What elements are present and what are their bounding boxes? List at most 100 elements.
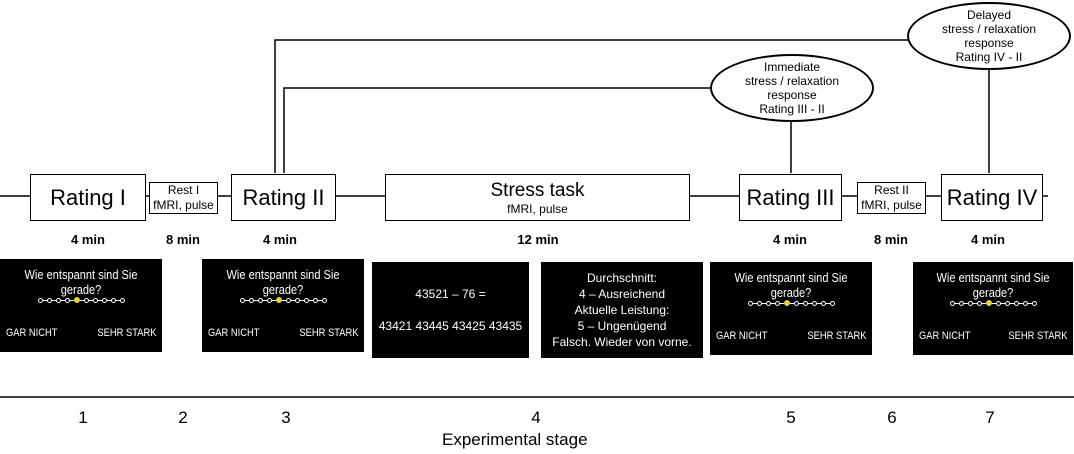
rating-scale-dash <box>271 299 276 301</box>
stage-number: 3 <box>281 408 291 427</box>
rating-point <box>110 297 116 303</box>
ellipse-text: Rating III - II <box>759 102 825 116</box>
rating-scale-dash <box>770 302 775 304</box>
rating-point <box>101 297 107 303</box>
scale-high-label: SEHR STARK <box>1007 330 1067 342</box>
rating-point <box>976 300 982 306</box>
rating-point <box>765 300 771 306</box>
rating-point <box>1022 300 1028 306</box>
feedback-screen: Durchschnitt: 4 – Ausreichend Aktuelle L… <box>541 262 703 358</box>
duration-label: 8 min <box>166 232 200 247</box>
rating-point <box>119 297 125 303</box>
duration-label: 4 min <box>773 232 807 247</box>
rating-scale-dash <box>253 299 258 301</box>
rating-point <box>294 297 300 303</box>
rating-1-box: Rating I <box>30 174 146 221</box>
rating-point <box>1031 300 1037 306</box>
rating-point-selected <box>985 300 992 306</box>
scale-high-label: SEHR STARK <box>96 327 156 339</box>
scale-high-label: SEHR STARK <box>806 330 866 342</box>
rating-point <box>1013 300 1019 306</box>
rating-point <box>239 297 245 303</box>
task-equation: 43521 – 76 = <box>415 287 486 301</box>
scale-low-label: GAR NICHT <box>919 330 971 342</box>
stage-number: 1 <box>78 408 88 427</box>
rating-point-selected <box>275 297 282 303</box>
rest-1-title: Rest I <box>167 183 200 197</box>
rating-point <box>747 300 753 306</box>
rating-scale <box>202 297 364 303</box>
rating-scale-dash <box>991 302 996 304</box>
rating-point <box>802 300 808 306</box>
rating-scale-dash <box>262 299 267 301</box>
rating-scale-dash <box>244 299 249 301</box>
rating-4-box: Rating IV <box>941 174 1043 221</box>
immediate-response-ellipse: Immediate stress / relaxation response R… <box>710 54 874 122</box>
ellipse-text: Rating IV - II <box>955 50 1023 64</box>
rating-scale-dash <box>963 302 968 304</box>
feedback-line: Aktuelle Leistung: <box>574 303 670 317</box>
rating-scale-dash <box>761 302 766 304</box>
stage-number: 7 <box>985 408 995 427</box>
rating-point <box>995 300 1001 306</box>
rating-scale-dash <box>972 302 977 304</box>
stress-task-subtitle: fMRI, pulse <box>507 201 568 216</box>
rating-scale-dash <box>115 299 120 301</box>
stage-number: 6 <box>887 408 897 427</box>
rating-scale-dash <box>954 302 959 304</box>
rating-point <box>37 297 43 303</box>
feedback-line: Falsch. Wieder von vorne. <box>552 335 692 349</box>
stress-task-title: Stress task <box>490 179 585 201</box>
rating-scale-dash <box>807 302 812 304</box>
rating-point <box>958 300 964 306</box>
rating-2-label: Rating II <box>242 184 325 210</box>
rating-scale-dash <box>60 299 65 301</box>
duration-label: 12 min <box>517 232 559 247</box>
stress-task-box: Stress task fMRI, pulse <box>385 174 690 221</box>
rating-point <box>829 300 835 306</box>
rating-question: Wie entspannt sind Sie gerade? <box>936 270 1050 300</box>
rating-point-selected <box>73 297 80 303</box>
rest-2-subtitle: fMRI, pulse <box>861 198 922 212</box>
rating-point <box>285 297 291 303</box>
rating-scale-dash <box>779 302 784 304</box>
rating-question: Wie entspannt sind Sie gerade? <box>24 267 138 297</box>
rating-point <box>257 297 263 303</box>
scale-low-label: GAR NICHT <box>208 327 260 339</box>
rating-scale-dash <box>69 299 74 301</box>
delayed-response-ellipse: Delayed stress / relaxation response Rat… <box>907 2 1071 70</box>
rating-scale-dash <box>789 302 794 304</box>
rating-scale-dash <box>97 299 102 301</box>
rating-scale-dash <box>317 299 322 301</box>
rating-point <box>967 300 973 306</box>
rating-4-label: Rating IV <box>946 184 1038 210</box>
immediate-connector <box>283 87 710 173</box>
rating-scale-dash <box>106 299 111 301</box>
rating-point <box>312 297 318 303</box>
rating-1-label: Rating I <box>50 184 126 210</box>
ellipse-text: response <box>964 36 1014 50</box>
feedback-line: 4 – Ausreichend <box>578 287 666 301</box>
stage-number: 4 <box>531 408 541 427</box>
rating-scale <box>710 300 872 306</box>
rating-scale-dash <box>88 299 93 301</box>
duration-label: 8 min <box>874 232 908 247</box>
rating-point <box>1004 300 1010 306</box>
delayed-connector <box>274 39 908 173</box>
rating-point <box>793 300 799 306</box>
rating-point <box>64 297 70 303</box>
rating-scale-dash <box>1000 302 1005 304</box>
rating-scale <box>913 300 1073 306</box>
rest-1-box: Rest I fMRI, pulse <box>149 182 218 214</box>
ellipse-text: response <box>767 88 817 102</box>
rating-2-box: Rating II <box>231 174 336 221</box>
rating-point <box>321 297 327 303</box>
rating-point <box>248 297 254 303</box>
rest-1-subtitle: fMRI, pulse <box>153 198 214 212</box>
rating-point <box>820 300 826 306</box>
rating-scale-dash <box>79 299 84 301</box>
rating-point <box>303 297 309 303</box>
